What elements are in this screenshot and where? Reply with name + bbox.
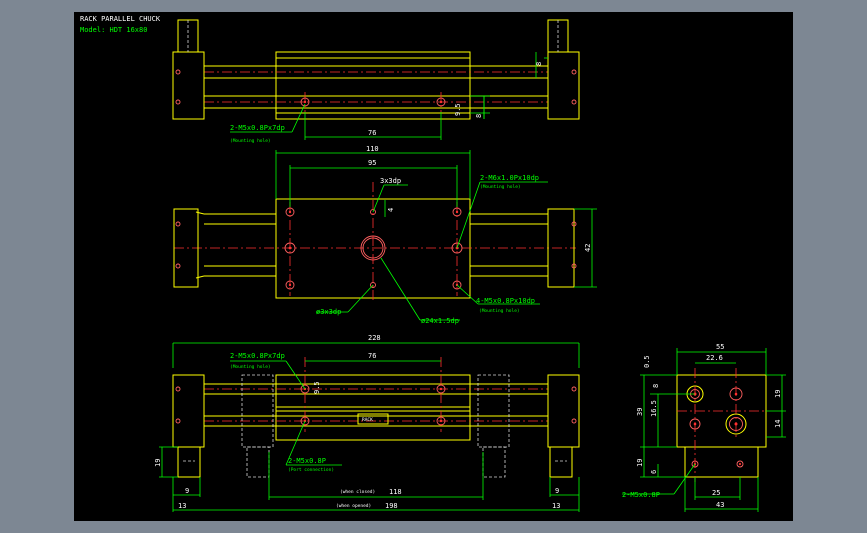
mid-dim-110: 110 [366, 145, 379, 153]
front-dim-228: 228 [368, 334, 381, 342]
front-opened-label: (when opened) [336, 503, 371, 509]
top-view: 76 2-M5x0.8Px7dp (Mounting hole) 9.5 8 8 [172, 19, 580, 144]
top-dim-76: 76 [368, 129, 376, 137]
mid-dim-95: 95 [368, 159, 376, 167]
mid-callout-m6-sub: (Mounting hole) [480, 184, 521, 190]
mid-right-jaw [547, 208, 575, 288]
drawing-title: RACK PARALLEL CHUCK [80, 15, 161, 23]
front-dim-13-right: 13 [552, 502, 560, 510]
side-dim-22-6: 22.6 [706, 354, 723, 362]
front-right-jaw [547, 374, 580, 448]
top-callout: 2-M5x0.8Px7dp [230, 124, 285, 132]
side-port: 2-M5x0.8P [622, 491, 660, 499]
drawing-model: Model: HDT 16x80 [80, 26, 147, 34]
front-callout: 2-M5x0.8Px7dp [230, 352, 285, 360]
side-dim-39: 39 [636, 408, 644, 416]
drawing-sheet: .ol{fill:none;stroke:#ffff00;stroke-widt… [74, 12, 793, 521]
side-dim-8-top: 8 [652, 384, 660, 388]
side-dim-43: 43 [716, 501, 724, 509]
front-port-sub: (Port connection) [288, 467, 334, 473]
mid-dim-4: 4 [387, 208, 395, 212]
mid-dim-42: 42 [584, 244, 592, 252]
top-dim-9-5: 9.5 [454, 103, 462, 116]
mid-dim-phi24: ø24x1.5dp [421, 317, 459, 325]
side-dim-19-left: 19 [636, 459, 644, 467]
front-dim-9-right: 9 [555, 487, 559, 495]
side-view: 55 22.6 39 16.5 0.5 8 19 6 19 14 25 43 [622, 343, 786, 512]
front-callout-sub: (Mounting hole) [230, 364, 271, 370]
side-dim-25: 25 [712, 489, 720, 497]
top-right-jaw [547, 51, 580, 120]
side-dim-0-5: 0.5 [643, 355, 651, 368]
side-dim-14: 14 [774, 420, 782, 428]
front-label-plate [357, 413, 389, 425]
front-closed-label: (when closed) [340, 489, 375, 495]
front-dim-19: 19 [154, 459, 162, 467]
front-dim-9-5: 9.5 [313, 381, 321, 394]
front-closed-value: 118 [389, 488, 402, 496]
top-body [275, 51, 471, 120]
side-dim-16-5: 16.5 [650, 400, 658, 417]
front-left-jaw [172, 374, 205, 448]
side-dim-55: 55 [716, 343, 724, 351]
mid-callout-m5-sub: (Mounting hole) [479, 308, 520, 314]
side-dim-19-right: 19 [774, 390, 782, 398]
side-dim-6: 6 [650, 470, 658, 474]
front-view: 228 RACK 76 [154, 334, 580, 512]
front-dim-76: 76 [368, 352, 376, 360]
front-opened-value: 198 [385, 502, 398, 510]
top-callout-sub: (Mounting hole) [230, 138, 271, 144]
cad-drawing: .ol{fill:none;stroke:#ffff00;stroke-widt… [80, 15, 786, 512]
mid-callout-m5: 4-M5x0.8Px10dp [476, 297, 535, 305]
mid-callout-m6: 2-M6x1.0Px10dp [480, 174, 539, 182]
mid-dim-3x3dp: 3x3dp [380, 177, 401, 185]
top-left-jaw [172, 51, 205, 120]
middle-view: 110 95 3x3dp 4 42 2-M6x1.0Px10dp (Mounti… [173, 145, 597, 325]
mid-dim-phi3: ø3x3dp [316, 308, 341, 316]
front-dim-13-left: 13 [178, 502, 186, 510]
front-port: 2-M5x0.8P [288, 457, 326, 465]
top-dim-8b: 8 [475, 114, 483, 118]
front-dim-9-left: 9 [185, 487, 189, 495]
front-label-plate-text: RACK [362, 417, 373, 423]
top-dim-8: 8 [535, 62, 543, 66]
